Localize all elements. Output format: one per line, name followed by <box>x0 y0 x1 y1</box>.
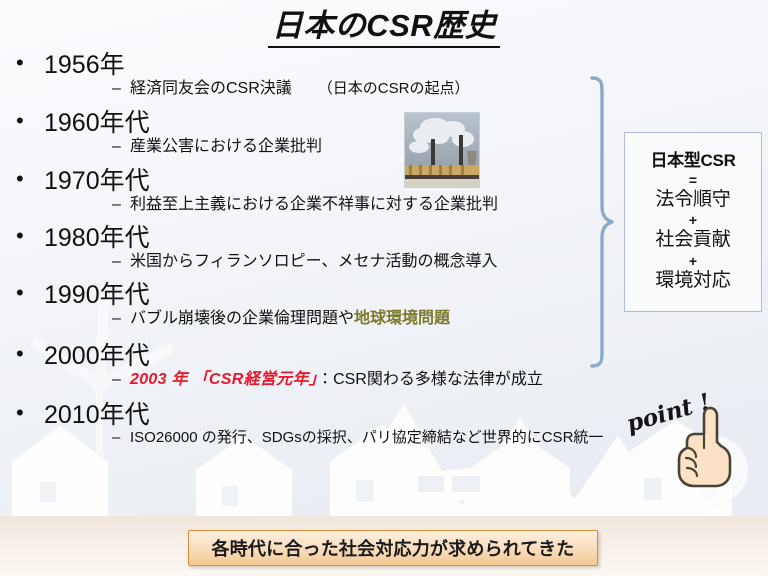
timeline-entry-2000s: 2000年代 2003 年 「CSR経営元年」：CSR関わる多様な法律が成立 <box>8 341 648 389</box>
definition-term: 環境対応 <box>655 269 731 291</box>
timeline-detail: 経済同友会のCSR決議 （日本のCSRの起点） <box>8 80 648 98</box>
timeline-era-label: 1956年 <box>8 50 648 79</box>
japanese-csr-definition-box: 日本型CSR = 法令順守 + 社会貢献 + 環境対応 <box>624 132 762 312</box>
grouping-brace <box>586 74 616 370</box>
page-title-text: 日本のCSR歴史 <box>267 8 501 48</box>
point-label: point ! <box>624 388 714 438</box>
timeline-list: 1956年 経済同友会のCSR決議 （日本のCSRの起点） 1960年代 産業公害… <box>8 50 648 447</box>
definition-heading: 日本型CSR <box>650 151 736 171</box>
timeline-detail-text: バブル崩壊後の企業倫理問題や <box>130 309 355 327</box>
timeline-detail: 利益至上主義における企業不祥事に対する企業批判 <box>8 196 648 214</box>
timeline-entry-1960s: 1960年代 産業公害における企業批判 <box>8 108 648 156</box>
timeline-detail: ISO26000 の発行、SDGsの採択、パリ協定締結など世界的にCSR統一 <box>8 430 648 447</box>
timeline-entry-1990s: 1990年代 バブル崩壊後の企業倫理問題や地球環境問題 <box>8 280 648 328</box>
plus-sign: + <box>688 252 698 269</box>
definition-term: 社会貢献 <box>655 229 731 251</box>
timeline-entry-1956: 1956年 経済同友会のCSR決議 （日本のCSRの起点） <box>8 50 648 98</box>
factory-pollution-photo <box>404 112 480 188</box>
timeline-detail: 米国からフィランソロピー、メセナ活動の概念導入 <box>8 253 648 271</box>
timeline-era-label: 2010年代 <box>8 400 648 429</box>
timeline-detail-text: 経済同友会のCSR決議 <box>130 80 292 97</box>
timeline-era-label: 2000年代 <box>8 341 648 370</box>
summary-banner: 各時代に合った社会対応力が求められてきた <box>188 530 598 566</box>
timeline-era-label: 1970年代 <box>8 166 648 195</box>
timeline-detail: 産業公害における企業批判 <box>8 138 648 156</box>
plus-sign: + <box>688 212 698 229</box>
timeline-era-label: 1980年代 <box>8 223 648 252</box>
timeline-entry-2010s: 2010年代 ISO26000 の発行、SDGsの採択、パリ協定締結など世界的に… <box>8 400 648 447</box>
equals-sign: = <box>688 171 698 188</box>
page-title: 日本のCSR歴史 <box>0 8 768 48</box>
point-marker: point ! <box>622 386 768 490</box>
timeline-era-label: 1990年代 <box>8 280 648 309</box>
timeline-entry-1980s: 1980年代 米国からフィランソロピー、メセナ活動の概念導入 <box>8 223 648 271</box>
definition-term: 法令順守 <box>655 188 731 210</box>
timeline-detail-emphasis: 2003 年 「CSR経営元年」 <box>130 370 318 388</box>
timeline-era-label: 1960年代 <box>8 108 648 137</box>
timeline-detail-highlight: 地球環境問題 <box>354 309 451 327</box>
timeline-detail-text: ：CSR関わる多様な法律が成立 <box>317 370 543 388</box>
summary-banner-text: 各時代に合った社会対応力が求められてきた <box>211 539 575 559</box>
timeline-entry-1970s: 1970年代 利益至上主義における企業不祥事に対する企業批判 <box>8 166 648 214</box>
timeline-detail: バブル崩壊後の企業倫理問題や地球環境問題 <box>8 310 648 328</box>
timeline-detail: 2003 年 「CSR経営元年」：CSR関わる多様な法律が成立 <box>8 371 648 389</box>
timeline-detail-note: （日本のCSRの起点） <box>317 80 470 97</box>
